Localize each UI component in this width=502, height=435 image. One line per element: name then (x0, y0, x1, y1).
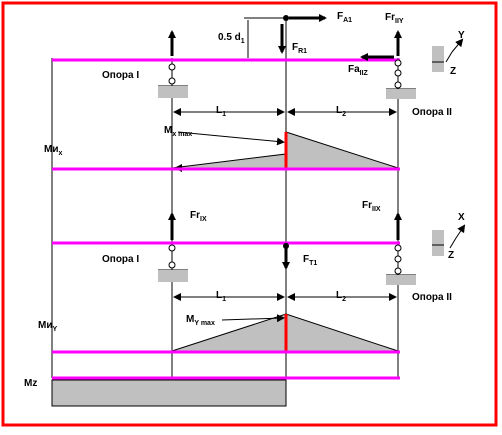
fr1x-label: FrIX (190, 210, 207, 223)
d1-label: 0.5 d1 (218, 32, 245, 45)
miy-label: MиY (38, 320, 57, 333)
opora1-bot-label: Опора I (102, 254, 139, 265)
l2-top-label: L2 (336, 105, 346, 118)
my-label: MY max (186, 314, 215, 327)
outer-frame (1, 1, 498, 427)
my-pointer (221, 314, 285, 323)
axis-x-label: X (458, 212, 465, 223)
support2-base-top (386, 89, 416, 99)
support1-base-bot (158, 270, 188, 282)
support2-base-bot (386, 275, 416, 285)
axis-z1-arrow (445, 51, 453, 63)
axis-z2-label: Z (448, 250, 454, 261)
axial-stop-top-block (432, 46, 444, 72)
mx-diagram-left (171, 153, 287, 169)
support1-hinge-bot-a (168, 244, 176, 252)
support2-hinge-bot-b (394, 255, 402, 263)
axis-y-arrow (451, 38, 464, 53)
fa1-label: FA1 (337, 11, 352, 24)
support1-hinge-top-a (168, 63, 176, 71)
opora1-top-label: Опора I (102, 70, 139, 81)
support2-hinge-top-c (394, 81, 402, 89)
axis-y-label: Y (458, 30, 465, 41)
fr1-label: FR1 (292, 42, 307, 55)
axis-z2-arrow (449, 237, 457, 249)
l2-bot-label: L2 (336, 290, 346, 303)
l1-top-label: L1 (216, 105, 226, 118)
mx-diagram-right (285, 131, 399, 169)
mix-label: Mиx (44, 144, 62, 157)
support2-hinge-top-a (394, 59, 402, 67)
mz-label: Mz (24, 378, 37, 389)
ft1-label: FT1 (303, 254, 317, 267)
ft1-pivot (283, 243, 289, 249)
opora2-top-label: Опора II (412, 107, 452, 118)
fr2x-label: FrIIX (362, 200, 381, 213)
support1-hinge-top-b (168, 77, 176, 85)
support2-hinge-top-b (394, 69, 402, 77)
support1-hinge-bot-b (168, 261, 176, 269)
fr2-label: FrIIY (385, 12, 404, 25)
axial-stop-bot-block (432, 230, 444, 256)
axis-z1-label: Z (450, 66, 456, 77)
opora2-bot-label: Опора II (412, 292, 452, 303)
fa2-label: FaIIZ (348, 64, 369, 77)
mx-label: Mx max (164, 125, 192, 138)
support1-base-top (158, 86, 188, 98)
mx-pointer (177, 131, 285, 146)
support2-hinge-bot-c (394, 267, 402, 275)
axis-x-arrow (455, 224, 466, 239)
l1-bot-label: L1 (216, 290, 226, 303)
support2-hinge-bot-a (394, 244, 402, 252)
mz-diagram (51, 379, 287, 407)
